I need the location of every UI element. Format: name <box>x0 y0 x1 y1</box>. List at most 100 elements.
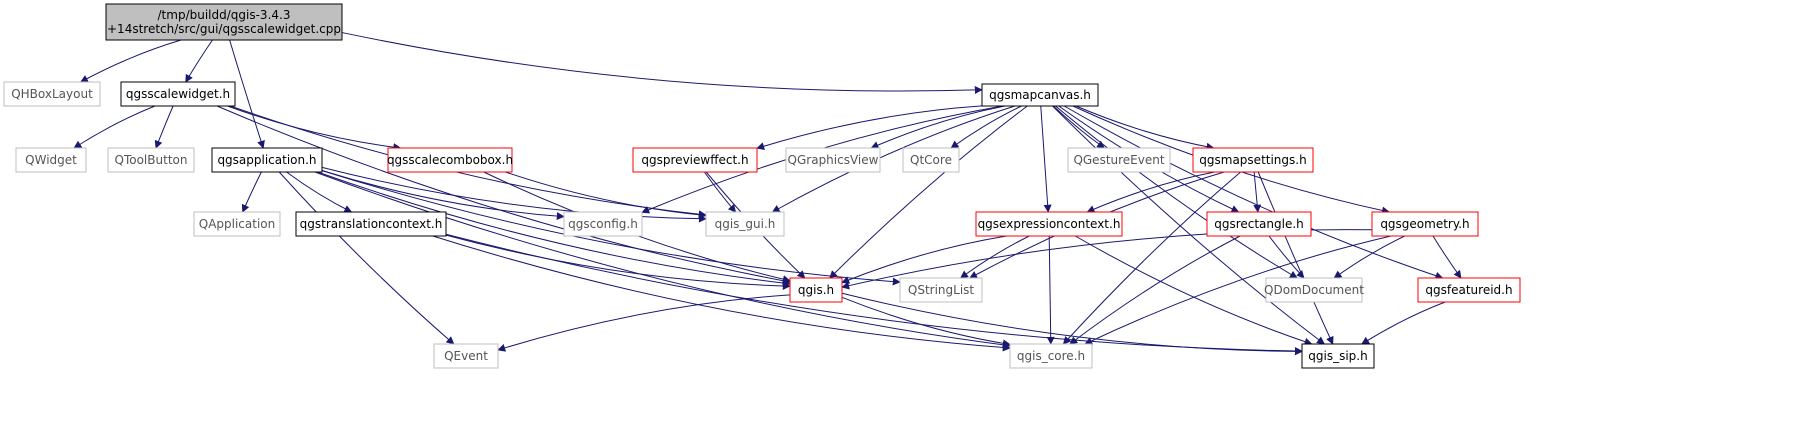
node-qdomdocument: QDomDocument <box>1264 277 1364 303</box>
node-qgsgeometry[interactable]: qgsgeometry.h <box>1371 211 1479 237</box>
node-qgsmapcanvas[interactable]: qgsmapcanvas.h <box>981 83 1099 107</box>
edge-qgsgeometry-to-qgis_core <box>1084 235 1392 345</box>
edge-qgsfeatureid-to-qgis_sip <box>1361 301 1446 345</box>
edge-qgsexpressioncontext-to-qgis <box>841 235 1007 284</box>
node-label-qgsapplication: qgsapplication.h <box>217 153 316 167</box>
nodes-layer: /tmp/buildd/qgis-3.4.3+14stretch/src/gui… <box>3 3 1521 369</box>
node-box-root <box>105 3 343 41</box>
edge-qgsexpressioncontext-to-qstringlist <box>959 235 1030 279</box>
node-box-qgsgeometry <box>1371 211 1479 237</box>
edge-qgstranslationcontext-to-qgis_core <box>432 235 1011 352</box>
node-label-qevent: QEvent <box>444 349 488 363</box>
node-qgis[interactable]: qgis.h <box>789 277 843 303</box>
node-label-qgestureevent: QGestureEvent <box>1073 153 1164 167</box>
node-box-qapplication <box>193 211 281 237</box>
edge-root-to-qgsapplication <box>229 39 265 149</box>
node-qgsmapsettings[interactable]: qgsmapsettings.h <box>1192 147 1314 173</box>
node-label-qapplication: QApplication <box>199 217 276 231</box>
node-label-root: /tmp/buildd/qgis-3.4.3 <box>158 8 291 22</box>
node-qgsscalecombobox[interactable]: qgsscalecombobox.h <box>387 147 513 173</box>
node-box-qgis <box>789 277 843 303</box>
node-label-qstringlist: QStringList <box>908 283 975 297</box>
node-box-qevent <box>433 343 499 369</box>
node-box-qgis_core <box>1009 343 1093 369</box>
edge-qgsrectangle-to-qgis_core <box>1069 235 1241 345</box>
node-box-qgspreviewEffect <box>632 147 758 173</box>
node-qgstranslationcontext[interactable]: qgstranslationcontext.h <box>295 211 447 237</box>
edge-qgsrectangle-to-qdomdocument <box>1268 235 1305 279</box>
edge-qgsmapsettings-to-qgis_core <box>1062 171 1241 345</box>
node-label-qgsmapsettings: qgsmapsettings.h <box>1199 153 1306 167</box>
node-qgis_sip[interactable]: qgis_sip.h <box>1301 343 1375 369</box>
node-root[interactable]: /tmp/buildd/qgis-3.4.3+14stretch/src/gui… <box>105 3 343 41</box>
edge-qgsscalewidget-to-qwidget <box>73 105 156 149</box>
edge-root-to-qgsmapcanvas <box>341 32 983 95</box>
edge-qgis-to-qgis_sip <box>841 292 1303 356</box>
node-qwidget: QWidget <box>15 147 87 173</box>
edge-qgsmapcanvas-to-qgis_gui <box>771 105 1015 213</box>
edges-layer <box>73 32 1462 356</box>
edge-qgsapplication-to-qevent <box>278 171 455 345</box>
edge-qgsapplication-to-qgstranslationcontext <box>286 171 353 213</box>
node-label-qgsfeatureid: qgsfeatureid.h <box>1425 283 1512 297</box>
node-box-qgsrectangle <box>1206 211 1312 237</box>
node-label-qgstranslationcontext: qgstranslationcontext.h <box>300 217 443 231</box>
node-box-qgsconfig <box>563 211 643 237</box>
node-label-qdomdocument: QDomDocument <box>1264 283 1364 297</box>
edge-qgsscalewidget-to-qtoolbutton <box>154 105 174 149</box>
node-label-qgis_gui: qgis_gui.h <box>715 217 776 231</box>
node-qgestureevent: QGestureEvent <box>1067 147 1171 173</box>
node-label-qgis_core: qgis_core.h <box>1017 349 1085 363</box>
edge-qgsmapcanvas-to-qgsmapsettings <box>1075 105 1215 151</box>
node-label-qgsconfig: qgsconfig.h <box>568 217 638 231</box>
edge-qgsexpressioncontext-to-qgis_core <box>1046 235 1055 345</box>
node-qgsexpressioncontext[interactable]: qgsexpressioncontext.h <box>975 211 1123 237</box>
node-box-qhboxlayout <box>3 81 101 107</box>
edge-qgsmapcanvas-to-qgsfeatureid <box>1063 105 1444 280</box>
edge-qgsmapsettings-to-qgsrectangle <box>1253 171 1262 213</box>
node-box-qgsfeatureid <box>1417 277 1521 303</box>
node-qgsscalewidget[interactable]: qgsscalewidget.h <box>120 81 236 107</box>
node-label-qwidget: QWidget <box>25 153 77 167</box>
edge-qgsmapsettings-to-qgis_sip <box>1257 171 1334 345</box>
node-label-qgsscalewidget: qgsscalewidget.h <box>126 87 230 101</box>
node-qgraphicsview: QGraphicsView <box>785 147 881 173</box>
node-qgsrectangle[interactable]: qgsrectangle.h <box>1206 211 1312 237</box>
node-qgspreviewEffect[interactable]: qgspreviewffect.h <box>632 147 758 173</box>
node-label-qgsscalecombobox: qgsscalecombobox.h <box>387 153 513 167</box>
node-qapplication: QApplication <box>193 211 281 237</box>
node-box-qgsscalewidget <box>120 81 236 107</box>
node-box-qtcore <box>902 147 960 173</box>
edge-qgsapplication-to-qgis_core <box>314 171 1011 349</box>
edge-qgsmapcanvas-to-qgis <box>829 105 1028 279</box>
edge-qgsapplication-to-qapplication <box>241 171 262 213</box>
edge-qgsmapcanvas-to-qgestureevent <box>1053 105 1106 149</box>
edge-qgsmapcanvas-to-qdomdocument <box>1055 105 1298 279</box>
node-label-qtcore: QtCore <box>910 153 952 167</box>
node-box-qdomdocument <box>1265 277 1363 303</box>
node-box-qgraphicsview <box>785 147 881 173</box>
node-qgis_gui: qgis_gui.h <box>705 211 785 237</box>
node-qgsfeatureid[interactable]: qgsfeatureid.h <box>1417 277 1521 303</box>
node-label-qgsgeometry: qgsgeometry.h <box>1380 217 1469 231</box>
edge-qgsmapcanvas-to-qgis_sip <box>1052 105 1325 345</box>
node-qgsconfig: qgsconfig.h <box>563 211 643 237</box>
edge-root-to-qgsscalewidget <box>185 39 213 83</box>
edge-qgstranslationcontext-to-qgis_sip <box>445 233 1303 355</box>
node-qgsapplication[interactable]: qgsapplication.h <box>211 147 323 173</box>
node-label-root: +14stretch/src/gui/qgsscalewidget.cpp <box>107 22 341 36</box>
node-label-qgsrectangle: qgsrectangle.h <box>1214 217 1304 231</box>
edge-qgis-to-qgis_core <box>841 296 1011 348</box>
edge-qgsmapcanvas-to-qgraphicsview <box>870 105 1006 149</box>
edge-qgsapplication-to-qstringlist <box>321 170 901 286</box>
node-box-qtoolbutton <box>107 147 195 173</box>
node-box-qgis_sip <box>1301 343 1375 369</box>
node-box-qgsapplication <box>211 147 323 173</box>
node-label-qgsmapcanvas: qgsmapcanvas.h <box>989 88 1091 102</box>
node-label-qtoolbutton: QToolButton <box>115 153 188 167</box>
edge-root-to-qhboxlayout <box>79 39 182 83</box>
node-label-qgis: qgis.h <box>798 283 834 297</box>
edge-qgsscalewidget-to-qgsscalecombobox <box>227 105 402 152</box>
edge-qgsmapcanvas-to-qgspreviewEffect <box>756 105 983 151</box>
edge-qgsmapcanvas-to-qgsexpressioncontext <box>1040 105 1052 213</box>
